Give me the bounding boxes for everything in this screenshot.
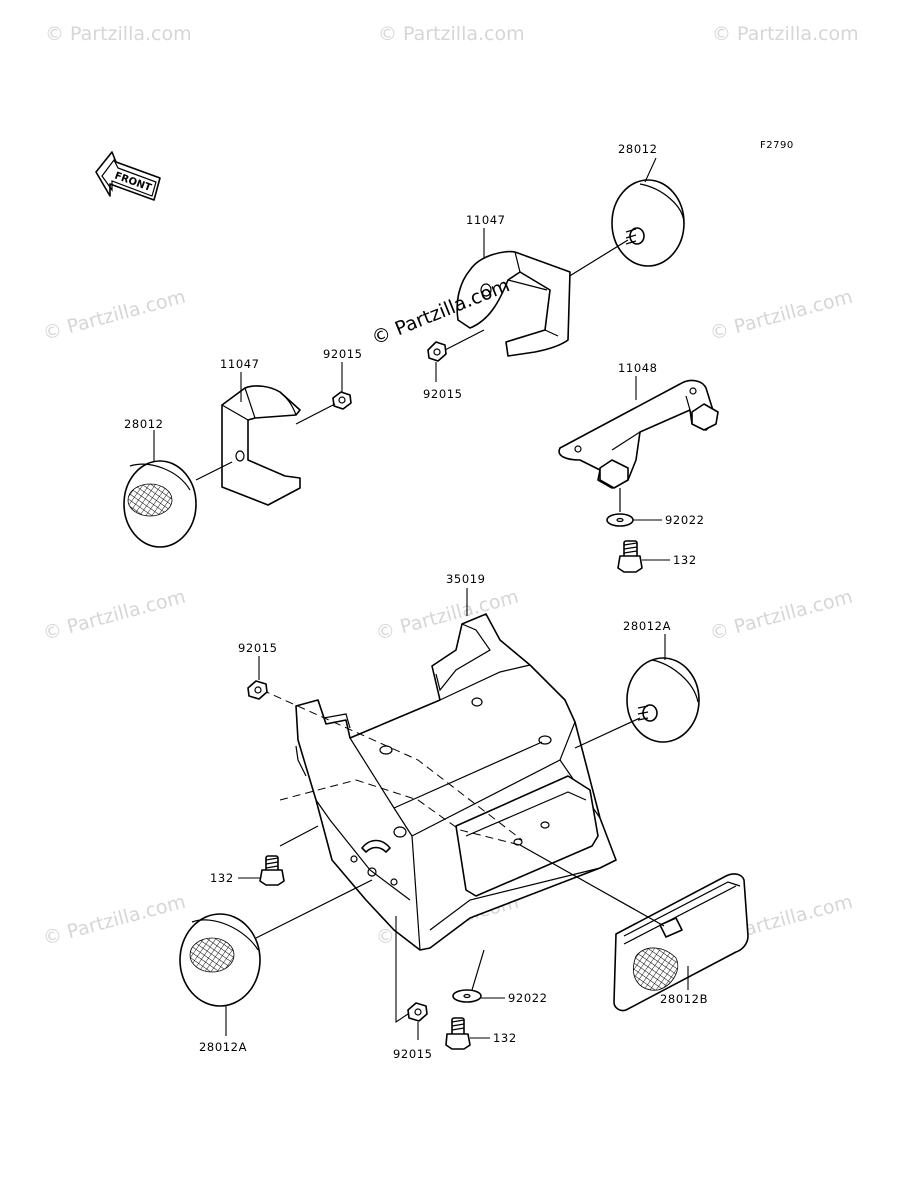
watermark-text: © Partzilla.com: [708, 286, 855, 345]
part-label-92022[interactable]: 92022: [508, 991, 548, 1005]
bolt-132-bottom: [445, 1017, 471, 1050]
reflector-28012A-right: [626, 657, 700, 743]
watermark-text: © Partzilla.com: [378, 23, 525, 45]
watermark-text: © Partzilla.com: [41, 586, 188, 645]
guide-line: [471, 949, 485, 991]
diagram-code: F2790: [760, 140, 794, 151]
bracket-11047-left: [221, 385, 301, 506]
washer-92022-right: [606, 513, 634, 527]
nut-92015-center: [427, 341, 447, 362]
part-label-92015[interactable]: 92015: [238, 641, 278, 655]
washer-92022-bottom: [452, 989, 482, 1003]
nut-92015-bottom: [407, 1002, 428, 1022]
guide-line: [355, 779, 521, 846]
leader-line: [395, 916, 409, 1024]
part-label-132[interactable]: 132: [673, 553, 697, 567]
part-label-28012[interactable]: 28012: [124, 417, 164, 431]
part-label-28012A[interactable]: 28012A: [199, 1040, 247, 1054]
bolt-132-left: [259, 855, 285, 886]
nut-92015-cover: [247, 680, 268, 700]
front-arrow-icon: FRONT: [95, 151, 161, 201]
bolt-132-right: [617, 540, 643, 573]
watermark-text: © Partzilla.com: [41, 286, 188, 345]
part-label-92015[interactable]: 92015: [423, 387, 463, 401]
reflector-28012A-left: [179, 913, 261, 1007]
watermark-text: © Partzilla.com: [374, 586, 521, 645]
part-label-92022[interactable]: 92022: [665, 513, 705, 527]
reflector-28012-left: [123, 460, 197, 548]
cover-35019: [295, 613, 617, 951]
part-label-28012B[interactable]: 28012B: [660, 992, 708, 1006]
guide-line: [195, 461, 233, 481]
part-label-28012A[interactable]: 28012A: [623, 619, 671, 633]
guide-line: [261, 689, 523, 841]
part-label-11048[interactable]: 11048: [618, 361, 658, 375]
guide-line: [295, 403, 336, 425]
part-label-92015[interactable]: 92015: [393, 1047, 433, 1061]
guide-line: [279, 825, 319, 847]
nut-92015-left: [332, 391, 352, 410]
part-label-11047[interactable]: 11047: [220, 357, 260, 371]
guide-line: [574, 717, 641, 749]
part-label-92015[interactable]: 92015: [323, 347, 363, 361]
watermark-text: © Partzilla.com: [45, 23, 192, 45]
bracket-11047-top: [456, 250, 571, 357]
part-label-132[interactable]: 132: [493, 1031, 517, 1045]
reflector-28012B: [613, 873, 749, 1012]
guide-line: [279, 779, 357, 801]
reflector-28012-top: [611, 179, 685, 267]
part-label-11047[interactable]: 11047: [466, 213, 506, 227]
leader-line: [644, 157, 657, 183]
guide-line: [444, 329, 485, 351]
watermark-text: © Partzilla.com: [41, 891, 188, 950]
part-label-132[interactable]: 132: [210, 871, 234, 885]
part-label-28012[interactable]: 28012: [618, 142, 658, 156]
watermark-text: © Partzilla.com: [712, 23, 859, 45]
plate-11048: [558, 379, 719, 489]
watermark-text: © Partzilla.com: [708, 586, 855, 645]
guide-line: [255, 879, 373, 939]
part-label-35019[interactable]: 35019: [446, 572, 486, 586]
guide-line: [519, 844, 665, 927]
